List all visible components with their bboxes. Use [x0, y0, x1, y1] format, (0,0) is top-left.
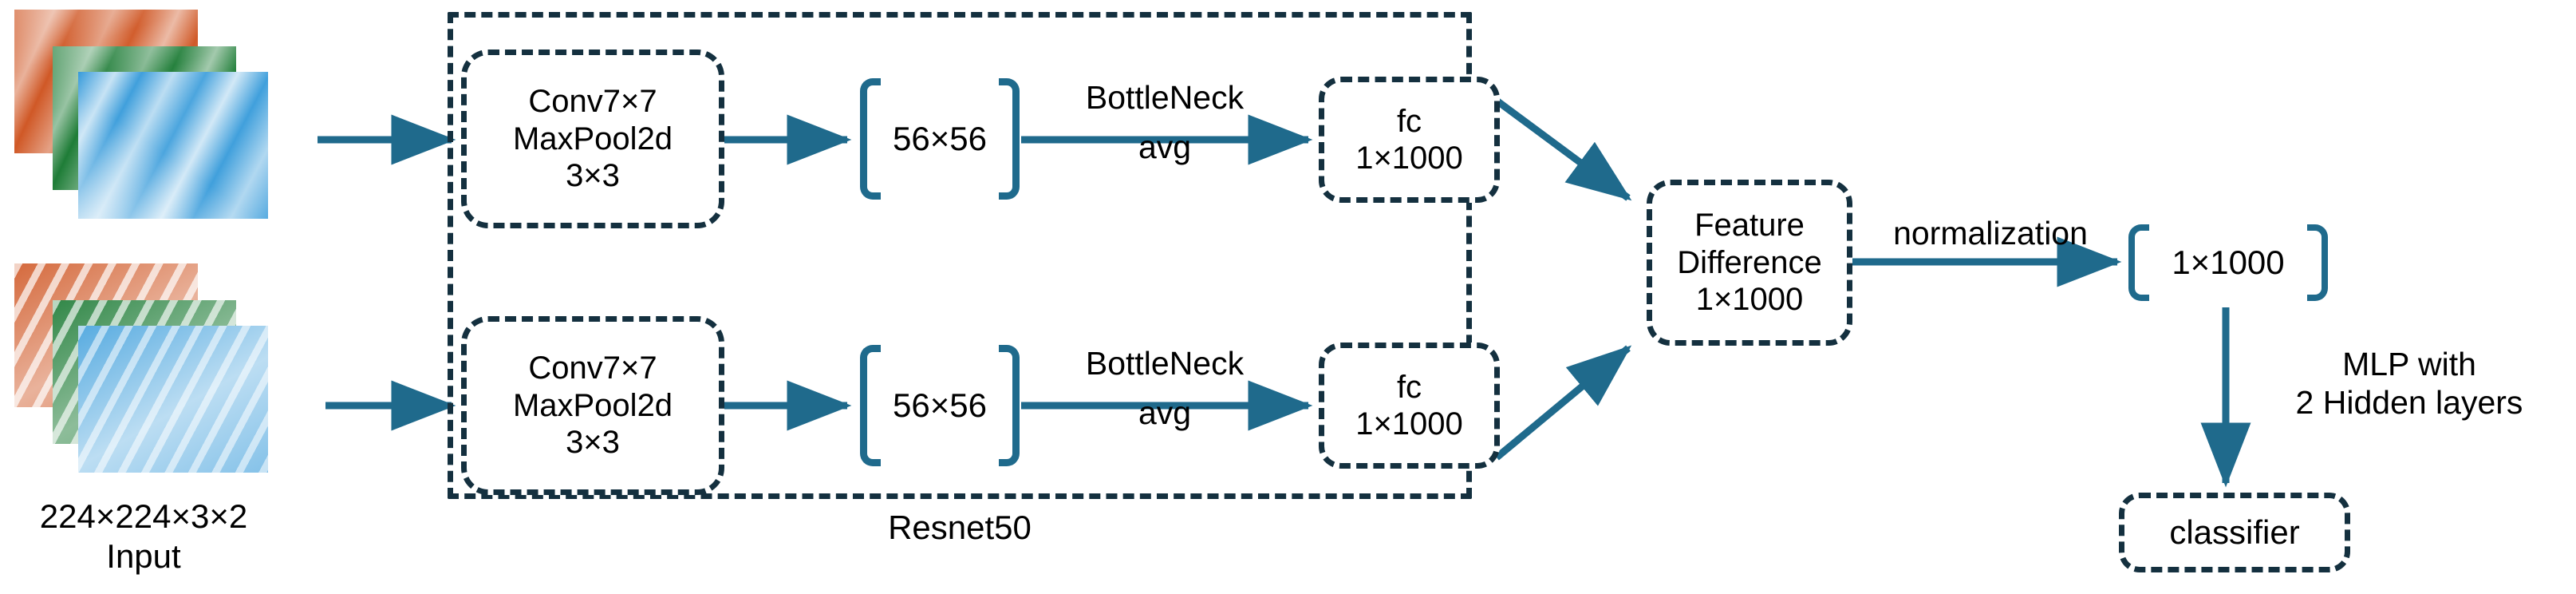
arrow-fc-bottom-to-merge: [1494, 345, 1632, 461]
bracket-right-top: [999, 78, 1020, 200]
fc-block-bottom-line2: 1×1000: [1355, 406, 1463, 442]
conv-block-top-line2: MaxPool2d: [512, 121, 673, 156]
feature-map-bracket-bottom: 56×56: [860, 345, 1020, 466]
bracket-left-bottom: [860, 345, 881, 466]
feature-difference-line3: 1×1000: [1695, 282, 1804, 318]
feature-map-bracket-top: 56×56: [860, 78, 1020, 200]
bracket-right-bottom: [999, 345, 1020, 466]
fc-block-top-line2: 1×1000: [1355, 141, 1463, 176]
normalized-vector-bracket: 1×1000: [2128, 224, 2328, 301]
mlp-label: MLP with 2 Hidden layers: [2250, 345, 2569, 422]
normalized-vector-label: 1×1000: [2172, 244, 2285, 281]
fc-block-bottom: fc 1×1000: [1319, 343, 1500, 469]
mlp-label-line1: MLP with: [2342, 346, 2476, 382]
conv-block-bottom: Conv7×7 MaxPool2d 3×3: [461, 316, 724, 495]
bottleneck-label-bottom-line2: avg: [1138, 394, 1192, 432]
conv-block-top-line1: Conv7×7: [528, 84, 657, 120]
bottleneck-label-top: BottleNeck avg: [1037, 78, 1292, 167]
arrow-fc-top-to-merge: [1494, 97, 1632, 201]
resnet50-group-box: [448, 12, 1472, 499]
input-caption-word: Input: [106, 537, 181, 575]
conv-block-bottom-line3: 3×3: [566, 425, 620, 461]
feature-difference-line2: Difference: [1677, 244, 1822, 280]
input-image-stack-top: [14, 10, 318, 235]
classifier-block: classifier: [2119, 493, 2350, 572]
conv-block-bottom-line2: MaxPool2d: [512, 387, 673, 423]
bottleneck-label-bottom: BottleNeck avg: [1037, 344, 1292, 433]
input-caption: 224×224×3×2 Input: [8, 497, 279, 576]
fc-block-top: fc 1×1000: [1319, 77, 1500, 203]
resnet50-group-label: Resnet50: [888, 509, 1032, 546]
fc-block-top-line1: fc: [1396, 103, 1422, 139]
classifier-label: classifier: [2169, 513, 2300, 551]
input-caption-dims: 224×224×3×2: [39, 497, 248, 535]
input-band-blue-bottom: [78, 326, 268, 473]
feature-difference-line1: Feature: [1694, 208, 1805, 244]
fc-block-bottom-line1: fc: [1396, 369, 1422, 405]
input-image-stack-bottom: [14, 263, 318, 495]
bottleneck-label-top-line2: avg: [1138, 129, 1192, 166]
bracket-left-normalized: [2128, 224, 2149, 301]
bottleneck-label-bottom-line1: BottleNeck: [1085, 345, 1245, 382]
conv-block-bottom-line1: Conv7×7: [528, 350, 657, 386]
bracket-left-top: [860, 78, 881, 200]
feature-difference-block: Feature Difference 1×1000: [1647, 180, 1852, 346]
conv-block-top: Conv7×7 MaxPool2d 3×3: [461, 50, 724, 228]
normalization-label: normalization: [1893, 215, 2088, 251]
input-band-blue-top: [78, 72, 268, 219]
feature-map-label-bottom: 56×56: [893, 386, 987, 424]
mlp-label-line2: 2 Hidden layers: [2295, 384, 2523, 422]
bracket-right-normalized: [2307, 224, 2328, 301]
conv-block-top-line3: 3×3: [566, 158, 620, 194]
feature-map-label-top: 56×56: [893, 120, 987, 157]
bottleneck-label-top-line1: BottleNeck: [1085, 79, 1245, 116]
